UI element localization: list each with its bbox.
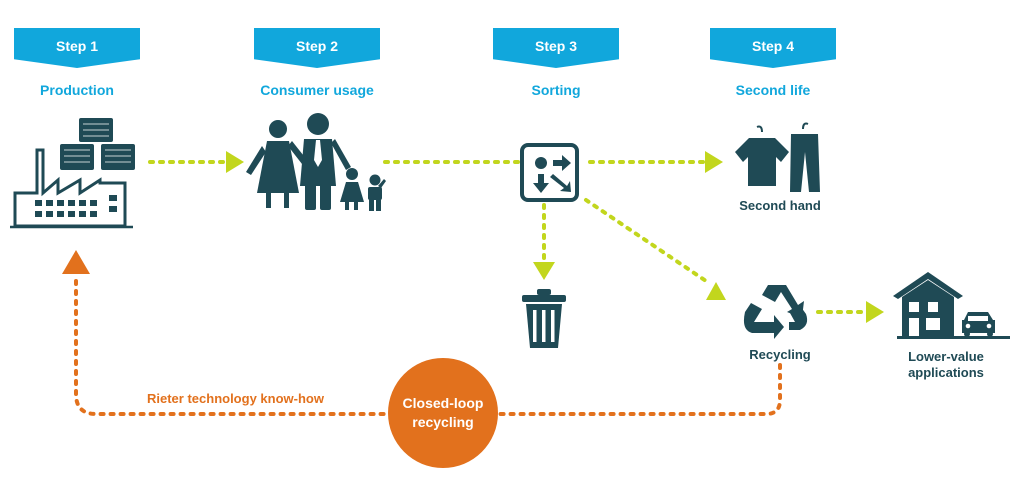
sorting-icon [520,143,579,202]
arrowhead-3 [533,262,555,280]
step-1-label: Step 1 [55,38,98,54]
closed-loop [62,250,782,468]
step-2-label: Step 2 [295,38,338,54]
recycling-label: Recycling [749,347,811,362]
flow-arrows [148,151,884,323]
arrowhead-4 [706,282,726,300]
step-3-label: Step 3 [534,38,577,54]
step-4-banner: Step 4 [710,28,836,68]
stage-production: Production [40,82,114,98]
family-icon [246,113,386,211]
recycle-icon [743,285,808,339]
step-4-label: Step 4 [751,38,794,54]
clothes-icon [735,122,820,192]
arrowhead-1 [226,151,244,173]
arrowhead-2 [705,151,723,173]
lower-value-label: Lower-value applications [908,349,984,380]
stage-consumer-usage: Consumer usage [260,82,374,98]
step-2-banner: Step 2 [254,28,380,68]
arrowhead-5 [866,301,884,323]
flow-sorting-to-recycling [584,198,708,283]
second-hand-label: Second hand [739,198,821,213]
trash-bin-icon [522,289,566,348]
step-3-banner: Step 3 [493,28,619,68]
stage-sorting: Sorting [531,82,581,98]
stage-second-life: Second life [735,82,811,98]
step-1-banner: Step 1 [14,28,140,68]
loop-arrowhead [62,250,90,274]
house-car-icon [893,272,1010,339]
rieter-know-how-label: Rieter technology know-how [147,391,324,406]
factory-icon [10,118,135,229]
closed-loop-circle [388,358,498,468]
closed-loop-label: Closed-loop recycling [402,395,484,430]
